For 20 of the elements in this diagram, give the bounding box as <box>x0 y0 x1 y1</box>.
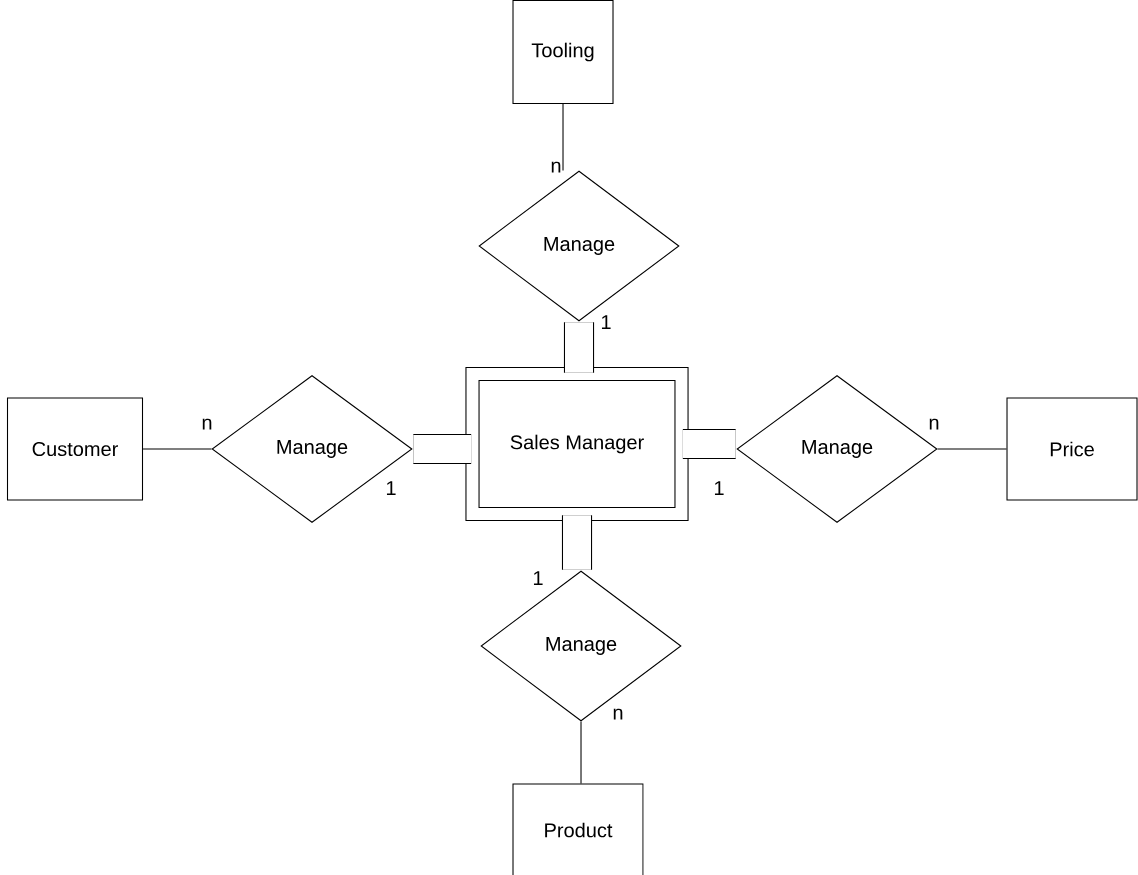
cardinality-label: 1 <box>715 481 724 495</box>
connector-line <box>562 103 564 171</box>
cardinality-label: n <box>929 418 939 430</box>
entity-box: Tooling <box>512 0 614 105</box>
cardinality-label: n <box>551 161 561 173</box>
double-line <box>561 515 593 570</box>
connector-line <box>580 721 582 784</box>
cardinality-label: 1 <box>533 571 543 585</box>
double-line <box>563 322 595 373</box>
cardinality-label: 1 <box>386 481 396 495</box>
entity-box: Price <box>1006 397 1138 501</box>
double-line <box>682 428 736 460</box>
entity-box: Customer <box>6 397 144 501</box>
connector-line <box>937 448 1007 450</box>
connector-line <box>142 448 212 450</box>
cardinality-label: n <box>613 708 623 720</box>
entity-box: Product <box>512 783 644 875</box>
double-line <box>413 433 472 465</box>
cardinality-label: n <box>202 418 212 430</box>
weak-entity-box: Sales Manager <box>465 366 689 522</box>
